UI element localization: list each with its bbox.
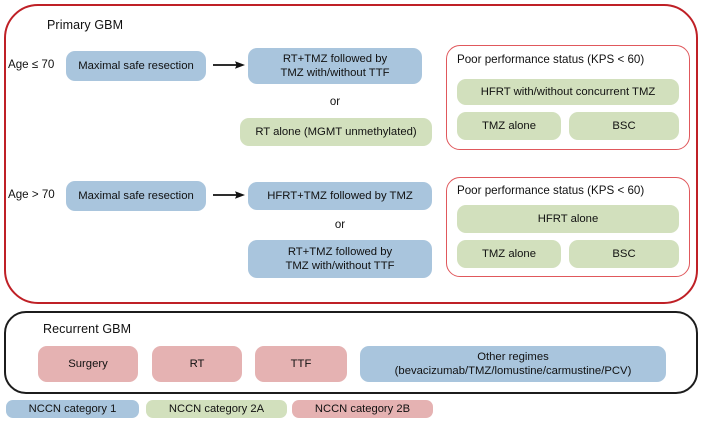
arrow-right-icon-row1: [212, 58, 246, 77]
recurrent-gbm-frame: [4, 311, 698, 394]
primary-gbm-title: Primary GBM: [47, 18, 124, 32]
resection-box-row1[interactable]: Maximal safe resection: [66, 51, 206, 81]
treatment-secondary-row2[interactable]: RT+TMZ followed by TMZ with/without TTF: [248, 240, 432, 278]
poor-wide-option-row2[interactable]: HFRT alone: [457, 205, 679, 233]
poor-wide-option-row1[interactable]: HFRT with/without concurrent TMZ: [457, 79, 679, 105]
age-label-row1: Age ≤ 70: [8, 58, 55, 71]
arrow-right-icon-row2: [212, 188, 246, 207]
treatment-primary-row2[interactable]: HFRT+TMZ followed by TMZ: [248, 182, 432, 210]
legend-item-category-2b: NCCN category 2B: [292, 400, 433, 418]
resection-box-row2[interactable]: Maximal safe resection: [66, 181, 206, 211]
poor-option-row2-1[interactable]: BSC: [569, 240, 679, 268]
recurrent-option-other-regimens[interactable]: Other regimes (bevacizumab/TMZ/lomustine…: [360, 346, 666, 382]
recurrent-gbm-title: Recurrent GBM: [43, 322, 132, 336]
poor-performance-panel-row2: [446, 177, 690, 277]
poor-performance-title-row2: Poor performance status (KPS < 60): [457, 184, 645, 197]
age-label-row2: Age > 70: [8, 188, 55, 201]
or-separator-row1: or: [329, 96, 341, 108]
poor-performance-panel-row1: [446, 45, 690, 150]
recurrent-option-surgery[interactable]: Surgery: [38, 346, 138, 382]
recurrent-option-ttf[interactable]: TTF: [255, 346, 347, 382]
treatment-secondary-row1[interactable]: RT alone (MGMT unmethylated): [240, 118, 432, 146]
treatment-primary-row1[interactable]: RT+TMZ followed by TMZ with/without TTF: [248, 48, 422, 84]
poor-option-row1-0[interactable]: TMZ alone: [457, 112, 561, 140]
recurrent-option-rt[interactable]: RT: [152, 346, 242, 382]
legend-item-category-1: NCCN category 1: [6, 400, 139, 418]
poor-option-row1-1[interactable]: BSC: [569, 112, 679, 140]
primary-gbm-frame: [4, 4, 698, 304]
or-separator-row2: or: [334, 219, 346, 231]
legend-item-category-2a: NCCN category 2A: [146, 400, 287, 418]
poor-performance-title-row1: Poor performance status (KPS < 60): [457, 53, 645, 66]
poor-option-row2-0[interactable]: TMZ alone: [457, 240, 561, 268]
